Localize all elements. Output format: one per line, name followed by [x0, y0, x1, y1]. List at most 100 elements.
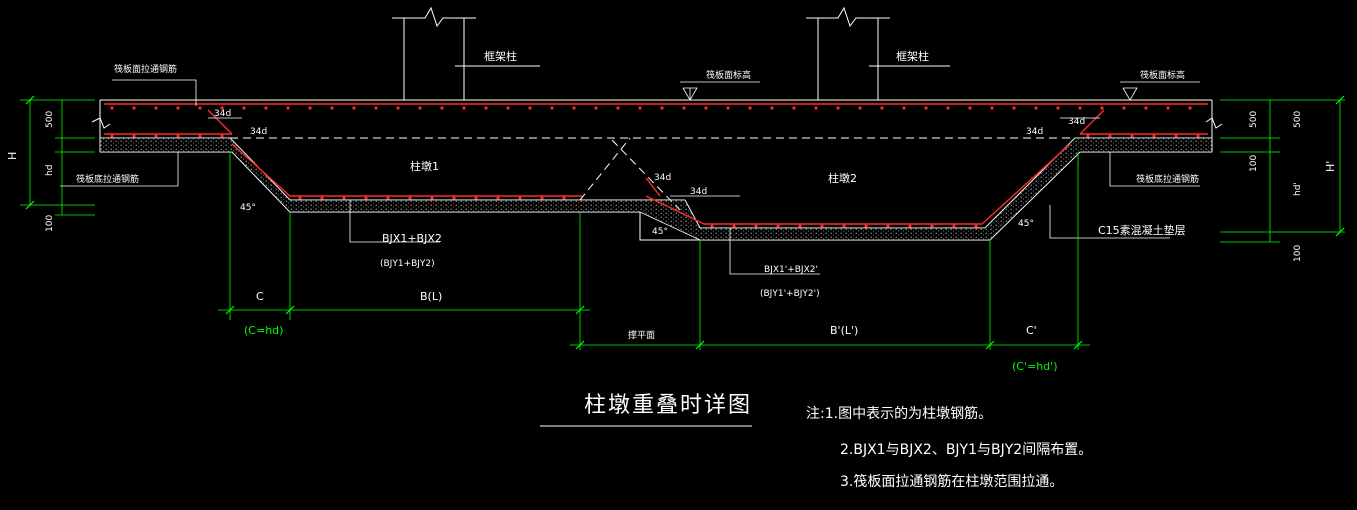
rebar-dot: [930, 224, 934, 228]
dim-C2-eq: (C'=hd'): [1012, 360, 1057, 373]
bars1-label: BJX1+BJX2: [382, 232, 442, 245]
raft-top-level-label-mid: 筏板面标高: [706, 69, 751, 81]
rebar-lines: [104, 103, 1208, 225]
rebar-dot: [990, 106, 994, 110]
rebar-dot: [352, 106, 356, 110]
overlap-dashed-line: [230, 137, 1075, 211]
rebar-dot: [506, 106, 510, 110]
rebar-dot: [842, 224, 846, 228]
rebar-dot: [364, 196, 368, 200]
rebar-dot: [1122, 106, 1126, 110]
rebar-dot: [430, 196, 434, 200]
rebar-dot: [452, 196, 456, 200]
frame-column-label-right: 框架柱: [896, 49, 929, 63]
rebar-dot: [132, 134, 136, 138]
frame-column-label-left: 框架柱: [484, 49, 517, 63]
rebar-dot: [710, 224, 714, 228]
anchor-label-4: 34d: [1068, 117, 1085, 127]
rebar-dot: [616, 106, 620, 110]
rebar-dot: [308, 106, 312, 110]
rebar-dot: [396, 106, 400, 110]
dim-hd-left: hd: [45, 165, 55, 176]
rebar-dot: [220, 134, 224, 138]
flat-face-label: 撑平面: [628, 329, 655, 341]
dim-100-right-a: 100: [1249, 155, 1259, 172]
rebar-dot: [792, 106, 796, 110]
angle-label-3: 45°: [1018, 219, 1034, 229]
anchor-label-5: 34d: [690, 187, 707, 197]
pier2-label: 柱墩2: [828, 171, 857, 185]
rebar-dot: [902, 106, 906, 110]
rebar-dot: [330, 106, 334, 110]
rebar-dot: [474, 196, 478, 200]
rebar-dot: [1196, 134, 1200, 138]
rebar-dot: [176, 106, 180, 110]
dim-hd2: hd': [1293, 182, 1303, 196]
bars2-label: BJX1'+BJX2': [764, 265, 818, 275]
dim-C2: C': [1026, 324, 1037, 337]
dimension-lines: [20, 99, 1345, 350]
rebar-dot: [1012, 106, 1016, 110]
anchor-label-3: 34d: [1026, 127, 1043, 137]
rebar-dot: [286, 106, 290, 110]
rebar-dots: [110, 106, 1200, 228]
rebar-dot: [1130, 134, 1134, 138]
dim-500-right-b: 500: [1293, 111, 1303, 128]
rebar-dot: [386, 196, 390, 200]
rebar-dot: [528, 106, 532, 110]
bars1-alt-label: (BJY1+BJY2): [380, 259, 435, 269]
rebar-dot: [408, 196, 412, 200]
rebar-dot: [242, 106, 246, 110]
dim-100-left: 100: [45, 215, 55, 232]
rebar-dot: [1174, 134, 1178, 138]
raft-top-level-label-right: 筏板面标高: [1140, 69, 1185, 81]
dim-H2: H': [1324, 161, 1337, 172]
rebar-dot: [704, 106, 708, 110]
angle-label-1: 45°: [240, 203, 256, 213]
rebar-dot: [776, 224, 780, 228]
rebar-dot: [1166, 106, 1170, 110]
rebar-dot: [496, 196, 500, 200]
rebar-dot: [946, 106, 950, 110]
anchor-label-2: 34d: [214, 109, 231, 119]
rebar-dot: [1078, 106, 1082, 110]
rebar-dot: [814, 106, 818, 110]
rebar-dot: [264, 106, 268, 110]
rebar-dot: [1086, 134, 1090, 138]
rebar-dot: [484, 106, 488, 110]
frame-column-right: [806, 6, 950, 100]
rebar-dot: [886, 224, 890, 228]
rebar-dot: [952, 224, 956, 228]
raft-bottom-bar-label-left: 筏板底拉通钢筋: [76, 173, 139, 185]
rebar-dot: [638, 106, 642, 110]
rebar-dot: [198, 134, 202, 138]
rebar-dot: [748, 106, 752, 110]
rebar-dot: [908, 224, 912, 228]
rebar-dot: [1188, 106, 1192, 110]
rebar-dot: [562, 196, 566, 200]
note-2: 2.BJX1与BJX2、BJY1与BJY2间隔布置。: [840, 442, 1092, 458]
dim-500-right-a: 500: [1249, 111, 1259, 128]
rebar-dot: [858, 106, 862, 110]
rebar-dot: [418, 106, 422, 110]
cushion-label: C15素混凝土垫层: [1098, 223, 1186, 237]
rebar-dot: [1100, 106, 1104, 110]
rebar-dot: [440, 106, 444, 110]
c15-cushion-layer: [99, 137, 1213, 241]
rebar-dot: [518, 196, 522, 200]
bars2-alt-label: (BJY1'+BJY2'): [760, 289, 820, 299]
dim-B: B(L): [420, 290, 442, 303]
rebar-dot: [1152, 134, 1156, 138]
rebar-dot: [572, 106, 576, 110]
rebar-dot: [732, 224, 736, 228]
rebar-dot: [550, 106, 554, 110]
rebar-dot: [198, 106, 202, 110]
rebar-dot: [132, 106, 136, 110]
rebar-dot: [1034, 106, 1038, 110]
frame-column-left: [392, 6, 540, 100]
rebar-dot: [154, 134, 158, 138]
note-1: 注:1.图中表示的为柱墩钢筋。: [806, 405, 992, 422]
rebar-dot: [342, 196, 346, 200]
anchor-label-6: 34d: [654, 173, 671, 183]
